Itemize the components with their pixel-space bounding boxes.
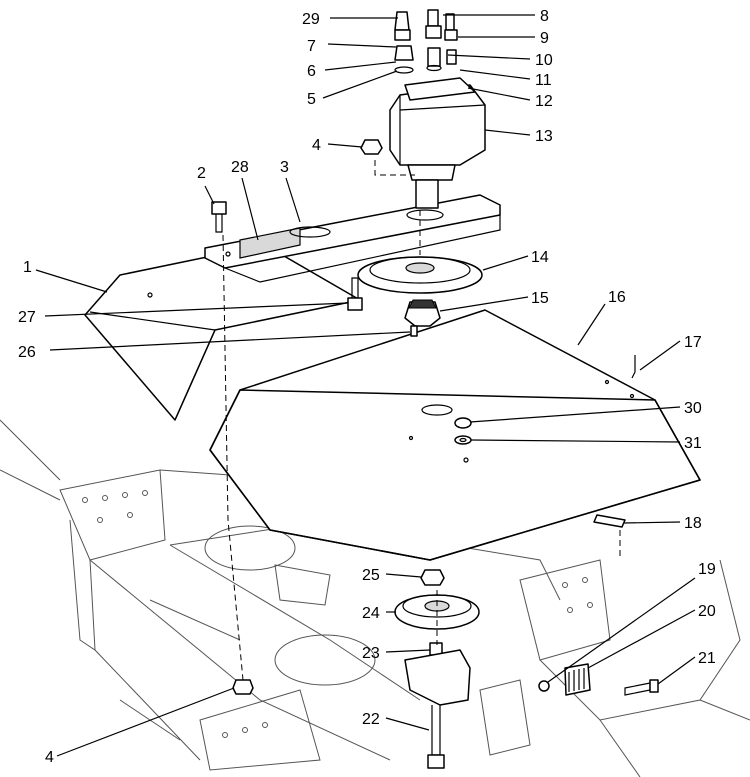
- nut-30: [454, 417, 472, 429]
- nut-4-lower: [232, 679, 254, 695]
- idler-bracket: [404, 649, 471, 706]
- callout-9: 9: [540, 30, 549, 47]
- nut-4-upper: [360, 139, 383, 155]
- setscrew-26: [410, 325, 418, 337]
- leader-lines: [35, 14, 696, 757]
- callout-24: 24: [362, 605, 380, 622]
- bolt-27: [347, 277, 363, 311]
- callout-12: 12: [535, 93, 553, 110]
- upper-pulley: [357, 256, 483, 294]
- callout-11: 11: [535, 72, 552, 89]
- gearbox: [374, 77, 486, 209]
- mower-frame: [0, 419, 750, 777]
- left-fitting-stack: [394, 11, 414, 74]
- callout-2: 2: [197, 165, 206, 182]
- nut-19: [538, 680, 550, 692]
- callout-15: 15: [531, 290, 549, 307]
- callout-3: 3: [280, 159, 289, 176]
- clip-17: [631, 355, 636, 379]
- callout-19: 19: [698, 561, 716, 578]
- callout-20: 20: [698, 603, 716, 620]
- callout-30: 30: [684, 400, 702, 417]
- callout-5: 5: [307, 91, 316, 108]
- bolt-22: [427, 705, 445, 769]
- callout-labels: 29 7 6 5 4 8 9 10 11 12 13 2 28 3 1 14 1…: [18, 8, 716, 766]
- callout-13: 13: [535, 128, 553, 145]
- bolt-2: [211, 201, 227, 233]
- callout-10: 10: [535, 52, 553, 69]
- callout-8: 8: [540, 8, 549, 25]
- callout-6: 6: [307, 63, 316, 80]
- bolt-21: [624, 679, 659, 696]
- callout-1: 1: [23, 259, 32, 276]
- alignment-lines: [222, 210, 621, 681]
- right-fitting-stack: [444, 13, 458, 65]
- belt-guide-20: [564, 663, 591, 696]
- callout-25: 25: [362, 567, 380, 584]
- callout-22: 22: [362, 711, 380, 728]
- callout-29: 29: [302, 11, 320, 28]
- callout-16: 16: [608, 289, 626, 306]
- callout-27: 27: [18, 309, 36, 326]
- washer-31: [454, 435, 472, 445]
- callout-31: 31: [684, 435, 702, 452]
- callout-21: 21: [698, 650, 716, 667]
- nut-25: [420, 569, 445, 586]
- callout-14: 14: [531, 249, 549, 266]
- callout-4-upper: 4: [312, 137, 321, 154]
- callout-23: 23: [362, 645, 380, 662]
- center-fitting-stack: [425, 9, 442, 72]
- mounting-plate: [204, 194, 501, 283]
- callout-28: 28: [231, 159, 249, 176]
- bracket-18: [593, 514, 626, 528]
- callout-4-lower: 4: [45, 749, 54, 766]
- callout-18: 18: [684, 515, 702, 532]
- main-cover: [209, 309, 701, 561]
- callout-26: 26: [18, 344, 36, 361]
- callout-7: 7: [307, 38, 316, 55]
- callout-17: 17: [684, 334, 702, 351]
- taper-hub: [404, 299, 441, 327]
